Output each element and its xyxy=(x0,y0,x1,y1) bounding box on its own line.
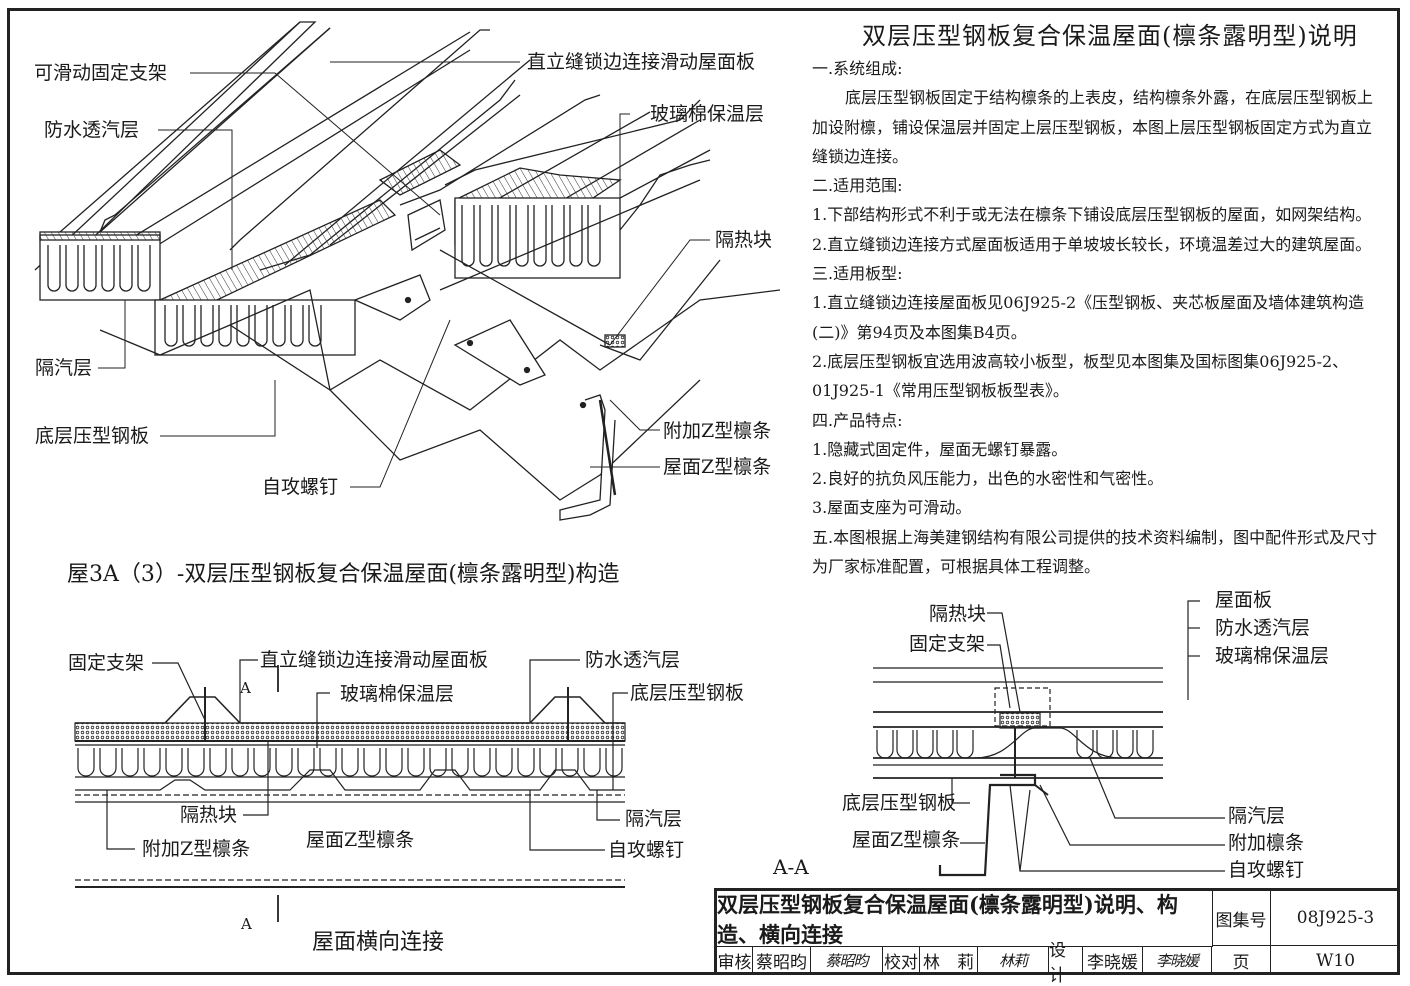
ts-label-waterproof-membrane: 防水透汽层 xyxy=(585,649,681,671)
notes-line: 1.下部结构形式不利于或无法在檩条下铺设底层压型钢板的屋面，如网架结构。 xyxy=(812,205,1372,225)
title-block: 双层压型钢板复合保温屋面(檩条露明型)说明、构造、横向连接 图集号 08J925… xyxy=(714,888,1400,986)
aa-label-roof-panel: 屋面板 xyxy=(1215,589,1273,611)
aa-label-thermal-block: 隔热块 xyxy=(929,603,987,625)
section-glass-wool xyxy=(77,748,623,777)
checker-name: 林 莉 xyxy=(920,946,978,975)
sliding-bracket xyxy=(407,199,446,252)
ts-label-vapor-barrier: 隔汽层 xyxy=(625,808,683,830)
notes-line: 3.屋面支座为可滑动。 xyxy=(812,498,972,518)
notes-line: 四.产品特点: xyxy=(812,410,903,430)
ts-label-extra-z-purlin: 附加Z型檩条 xyxy=(142,838,251,860)
label-glass-wool: 玻璃棉保温层 xyxy=(650,103,765,125)
check-label: 校对 xyxy=(883,946,920,975)
label-extra-z-purlin: 附加Z型檩条 xyxy=(663,420,772,442)
notes-line: 加设附檩，铺设保温层并固定上层压型钢板，本图上层压型钢板固定方式为直立 xyxy=(812,117,1373,137)
notes-line: 2.良好的抗负风压能力，出色的水密性和气密性。 xyxy=(812,469,1164,489)
notes-line: 底层压型钢板固定于结构檩条的上表皮，结构檩条外露，在底层压型钢板上 xyxy=(845,88,1374,108)
aa-label-vapor-barrier: 隔汽层 xyxy=(1228,805,1286,827)
designer-signature: 李晓媛 xyxy=(1143,946,1212,975)
notes-line: 一.系统组成: xyxy=(812,59,903,78)
ts-label-standing-seam-panel: 直立缝锁边连接滑动屋面板 xyxy=(260,649,489,671)
page-number: W10 xyxy=(1315,950,1356,971)
aa-label-fixed-bracket: 固定支架 xyxy=(909,633,986,655)
aa-label-roof-z-purlin: 屋面Z型檩条 xyxy=(852,829,961,851)
aa-label-extra-purlin: 附加檩条 xyxy=(1228,832,1305,854)
ts-label-thermal-block: 隔热块 xyxy=(180,804,238,826)
notes-line: 二.适用范围: xyxy=(812,176,903,196)
ts-label-fixed-bracket: 固定支架 xyxy=(68,652,145,674)
section-aa-caption: A-A xyxy=(773,855,809,879)
title-block-title: 双层压型钢板复合保温屋面(檩条露明型)说明、构造、横向连接 xyxy=(717,891,1213,947)
notes-line: 01J925-1《常用压型钢板板型表》。 xyxy=(812,381,1069,401)
notes-line: 为厂家标准配置，可根据具体工程调整。 xyxy=(812,557,1101,577)
notes-line: 三.适用板型: xyxy=(812,264,903,284)
reviewer-signature: 蔡昭昀 xyxy=(811,946,883,975)
section-aa-z-purlin xyxy=(938,773,1037,877)
extra-z-purlin xyxy=(353,274,431,321)
label-thermal-block: 隔热块 xyxy=(715,229,773,251)
ts-label-bottom-steel-sheet: 底层压型钢板 xyxy=(630,682,745,704)
checker-signature: 林莉 xyxy=(978,946,1049,975)
roof-z-purlin xyxy=(559,394,616,521)
notes-title: 双层压型钢板复合保温屋面(檩条露明型)说明 xyxy=(862,22,1358,50)
aa-label-self-tapping-screw: 自攻螺钉 xyxy=(1228,859,1305,881)
label-standing-seam-panel: 直立缝锁边连接滑动屋面板 xyxy=(527,51,756,73)
ts-section-mark-bottom: A xyxy=(241,915,252,933)
designer-name: 李晓媛 xyxy=(1083,946,1143,975)
section-insulation-dots xyxy=(74,722,626,742)
thermal-block-iso xyxy=(604,334,626,348)
roof-panel-rib-1 xyxy=(34,21,317,271)
notes-line: 2.底层压型钢板宜选用波高较小板型，板型见本图集及国标图集06J925-2、 xyxy=(812,351,1349,371)
ts-section-mark-top: A xyxy=(240,679,251,697)
atlas-number-value: 08J925-3 xyxy=(1271,891,1400,946)
aa-label-bottom-steel-sheet: 底层压型钢板 xyxy=(842,792,957,814)
section-seam-rib-1 xyxy=(75,696,625,724)
notes-body: 一.系统组成: 底层压型钢板固定于结构檩条的上表皮，结构檩条外露，在底层压型钢板… xyxy=(812,54,1392,581)
label-self-tapping-screw: 自攻螺钉 xyxy=(262,476,339,498)
label-vapor-barrier: 隔汽层 xyxy=(35,357,93,379)
reviewer-name: 蔡昭昀 xyxy=(753,946,811,975)
label-sliding-bracket: 可滑动固定支架 xyxy=(34,62,168,84)
transverse-section-drawing xyxy=(74,659,628,922)
drawing-frame xyxy=(7,8,1400,975)
aa-label-waterproof-membrane: 防水透汽层 xyxy=(1215,617,1311,639)
notes-line: 五.本图根据上海美建钢结构有限公司提供的技术资料编制，图中配件形式及尺寸 xyxy=(812,527,1378,547)
notes-line: 缝锁边连接。 xyxy=(812,146,909,166)
review-label: 审核 xyxy=(717,946,753,975)
label-waterproof-membrane: 防水透汽层 xyxy=(44,119,140,141)
notes-line: 2.直立缝锁边连接方式屋面板适用于单坡坡长较长，环境温差过大的建筑屋面。 xyxy=(812,234,1372,254)
ts-label-glass-wool: 玻璃棉保温层 xyxy=(340,683,455,705)
section-aa-thermal-block xyxy=(999,712,1041,729)
design-label: 设计 xyxy=(1049,941,1083,986)
page-label: 页 xyxy=(1212,946,1271,975)
iso-view-caption: 屋3A（3）-双层压型钢板复合保温屋面(檩条露明型)构造 xyxy=(67,562,620,587)
notes-line: (二)》第94页及本图集B4页。 xyxy=(812,322,1027,342)
ts-label-self-tapping-screw: 自攻螺钉 xyxy=(608,839,685,861)
section-aa-drawing xyxy=(873,600,1225,877)
label-roof-z-purlin: 屋面Z型檩条 xyxy=(663,456,772,478)
notes-line: 1.直立缝锁边连接屋面板见06J925-2《压型钢板、夹芯板屋面及墙体建筑构造 xyxy=(812,293,1365,313)
atlas-number-label: 图集号 xyxy=(1212,891,1271,946)
transverse-section-caption: 屋面横向连接 xyxy=(312,930,445,955)
section-bottom-sheet xyxy=(75,769,625,791)
notes-line: 1.隐藏式固定件，屋面无螺钉暴露。 xyxy=(812,439,1068,459)
bottom-steel-sheet xyxy=(99,289,781,411)
ts-label-roof-z-purlin: 屋面Z型檩条 xyxy=(306,829,415,851)
aa-label-glass-wool: 玻璃棉保温层 xyxy=(1215,645,1330,667)
label-bottom-steel-sheet: 底层压型钢板 xyxy=(35,425,150,447)
